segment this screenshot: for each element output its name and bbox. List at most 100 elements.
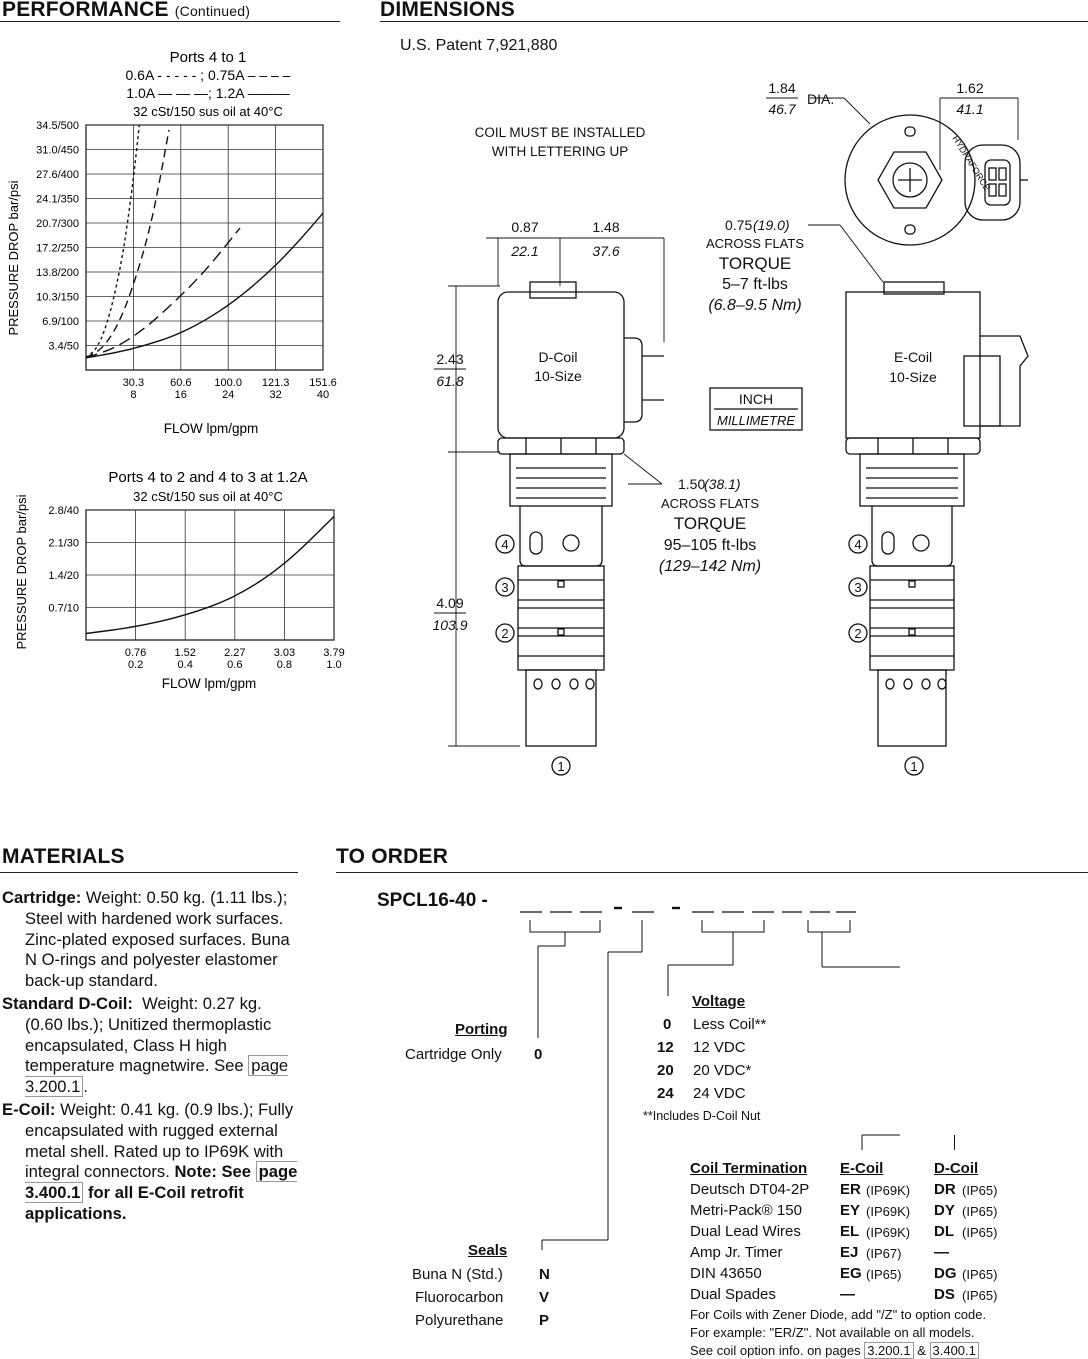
coil-note-1: COIL MUST BE INSTALLED — [475, 125, 646, 140]
y-tick-label: 2.1/30 — [48, 538, 79, 550]
voltage-code-2: 20 — [657, 1062, 674, 1079]
term-ecoil-rating: (IP69K) — [866, 1225, 911, 1240]
voltage-label-2: 20 VDC* — [693, 1062, 752, 1079]
zener-note-2: For example: "ER/Z". Not available on al… — [690, 1325, 975, 1340]
term-dcoil-rating: (IP65) — [962, 1267, 998, 1282]
across-flats-1: ACROSS FLATS — [706, 236, 804, 251]
chart2-grid — [85, 509, 335, 641]
term-label: DIN 43650 — [690, 1265, 762, 1282]
y-tick-label: 2.8/40 — [48, 505, 79, 517]
chart1-legend-1: 0.6A - - - - - ; 0.75A – – – – — [126, 67, 291, 83]
voltage-heading: Voltage — [692, 993, 746, 1010]
ecoil-text: Weight: 0.41 kg. (0.9 lbs.); Fully encap… — [25, 1099, 294, 1182]
ecoil-page-link[interactable]: page 3.400.1 — [25, 1161, 298, 1204]
term-ecoil-code: EY — [840, 1202, 861, 1219]
dimensions-rule — [380, 21, 1088, 22]
chart1-grid — [85, 124, 324, 371]
term-dcoil-rating: (IP65) — [962, 1288, 998, 1303]
x-tick-label-lpm: 0.76 — [125, 647, 146, 659]
chart1-title: Ports 4 to 1 — [170, 49, 247, 66]
y-tick-label: 0.7/10 — [48, 603, 79, 615]
dimensions-title: DIMENSIONS — [380, 0, 516, 21]
dcoil-page-link[interactable]: page 3.200.1 — [25, 1055, 289, 1098]
x-tick-label-lpm: 121.3 — [262, 377, 290, 389]
x-tick-label-gpm: 0.6 — [227, 659, 242, 671]
term-dcoil-code: DR — [934, 1181, 956, 1198]
series-075a — [85, 129, 170, 359]
ecoil-label-1: E-Coil — [894, 349, 932, 365]
materials-dcoil: Standard D-Coil: Weight: 0.27 kg. (0.60 … — [2, 993, 289, 1098]
voltage-code-0: 0 — [663, 1016, 672, 1033]
d-port-3: 3 — [501, 580, 508, 595]
h409-mm: 103.9 — [432, 617, 467, 633]
series-06a — [85, 124, 141, 359]
zener-note-3: See coil option info. on pages 3.200.1 &… — [690, 1342, 979, 1359]
term-ecoil-rating: (IP69K) — [866, 1204, 911, 1219]
torque-big-nm: (129–142 Nm) — [659, 558, 761, 575]
order-title: TO ORDER — [336, 845, 449, 868]
chart2-subtitle: 32 cSt/150 sus oil at 40°C — [133, 489, 283, 504]
zener-page-link-1[interactable]: 3.200.1 — [864, 1342, 914, 1359]
term-dcoil-code: DG — [934, 1265, 957, 1282]
h409-in: 4.09 — [436, 595, 463, 611]
term-ecoil-code: — — [840, 1286, 855, 1303]
d-coil-view — [497, 281, 664, 747]
chart1-y-ticks: 3.4/506.9/10010.3/15013.8/20017.2/25020.… — [36, 120, 79, 353]
chart2-ylabel: PRESSURE DROP bar/psi — [14, 494, 29, 649]
e-port-4: 4 — [854, 537, 861, 552]
torque-small-nm: (6.8–9.5 Nm) — [708, 297, 801, 314]
e-port-2: 2 — [854, 626, 861, 641]
seal-label-0: Buna N (Std.) — [412, 1266, 503, 1283]
y-tick-label: 24.1/350 — [36, 194, 79, 206]
term-dcoil-code: DS — [934, 1286, 955, 1303]
torque-1: TORQUE — [719, 254, 791, 273]
x-tick-label-gpm: 24 — [222, 389, 234, 401]
term-ecoil-code: EG — [840, 1265, 862, 1282]
chart2-series — [85, 516, 335, 635]
chart1-xlabel: FLOW lpm/gpm — [164, 421, 259, 436]
y-tick-label: 6.9/100 — [42, 316, 79, 328]
chart1-series — [85, 124, 324, 359]
order-model: SPCL16-40 - — [377, 890, 488, 911]
y-tick-label: 17.2/250 — [36, 243, 79, 255]
w087-in: 0.87 — [511, 219, 538, 235]
h243-in: 2.43 — [436, 351, 463, 367]
chart2-y-ticks: 0.7/101.4/202.1/302.8/40 — [48, 505, 79, 615]
flats150-a: 1.50 — [678, 476, 705, 492]
term-dcoil-rating: (IP65) — [962, 1225, 998, 1240]
w162-in: 1.62 — [956, 80, 983, 96]
zener-page-link-2[interactable]: 3.400.1 — [929, 1342, 979, 1359]
term-dcoil-rating: (IP65) — [962, 1183, 998, 1198]
seal-code-1: V — [539, 1289, 550, 1306]
d-port-4: 4 — [501, 537, 508, 552]
coil-note-2: WITH LETTERING UP — [492, 144, 629, 159]
materials-body: Cartridge: Weight: 0.50 kg. (1.11 lbs.);… — [2, 888, 300, 1227]
x-tick-label-gpm: 0.8 — [277, 659, 292, 671]
x-tick-label-gpm: 16 — [175, 389, 187, 401]
term-dcoil-code: DL — [934, 1223, 954, 1240]
port-circles — [495, 534, 924, 776]
ecoil-note-b: for all E-Coil retrofit applications. — [25, 1183, 244, 1223]
performance-heading: PERFORMANCE (Continued) — [2, 0, 250, 22]
y-tick-label: 34.5/500 — [36, 120, 79, 132]
chart-ports-4-to-2-3: Ports 4 to 2 and 4 to 3 at 1.2A 32 cSt/1… — [14, 469, 345, 691]
x-tick-label-gpm: 0.4 — [178, 659, 193, 671]
dia-in: 1.84 — [768, 80, 795, 96]
chart-ports-4-to-1: Ports 4 to 1 0.6A - - - - - ; 0.75A – – … — [6, 49, 337, 436]
order-rule — [336, 872, 1088, 873]
voltage-label-3: 24 VDC — [693, 1085, 746, 1102]
ecoil-note-a: Note: See — [174, 1162, 251, 1182]
zener-amp: & — [917, 1343, 926, 1358]
voltage-code-3: 24 — [657, 1085, 674, 1102]
order-code-lines — [520, 906, 900, 1250]
dcoil-text: Weight: 0.27 kg. (0.60 lbs.); Unitized t… — [25, 993, 272, 1076]
w162-mm: 41.1 — [956, 101, 983, 117]
seal-label-2: Polyurethane — [415, 1312, 504, 1329]
term-ecoil-rating: (IP67) — [866, 1246, 902, 1261]
dia-label: DIA. — [807, 91, 834, 107]
term-heading: Coil Termination — [690, 1160, 808, 1177]
unit-inch: INCH — [739, 391, 773, 407]
patent-number: U.S. Patent 7,921,880 — [400, 37, 558, 54]
porting-code: 0 — [534, 1046, 543, 1063]
